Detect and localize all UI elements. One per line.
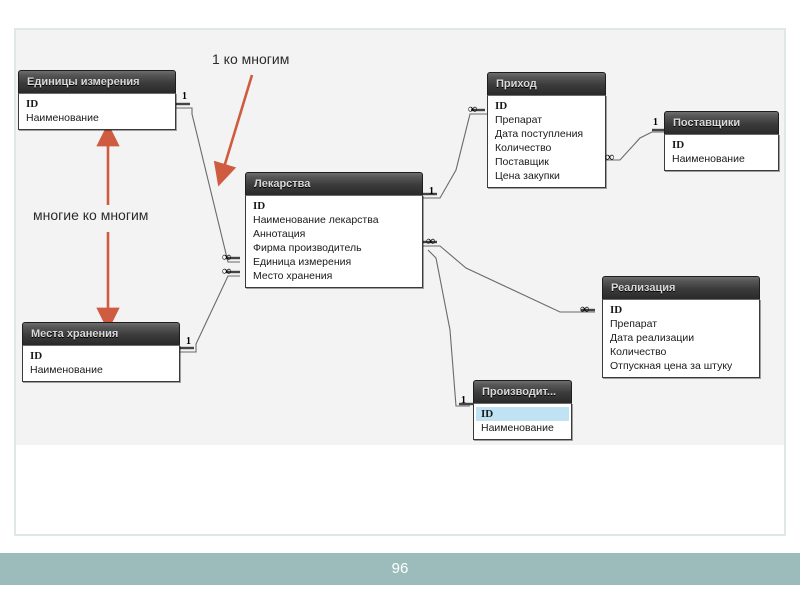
table-title: Места хранения <box>22 322 180 345</box>
table-fields: ID Наименование <box>22 345 180 382</box>
slide-footer-bar: 96 <box>0 553 800 585</box>
table-edinicy-izmereniya[interactable]: Единицы измерения ID Наименование <box>18 70 179 133</box>
table-lekarstva[interactable]: Лекарства ID Наименование лекарства Анно… <box>245 172 426 291</box>
table-title: Производит... <box>473 380 572 403</box>
field-row[interactable]: Количество <box>495 142 552 154</box>
cardinality-lekarstva-inf-top: ∞ <box>222 249 231 264</box>
cardinality-mesta-one: 1 <box>186 336 191 347</box>
field-row[interactable]: Поставщик <box>495 156 549 168</box>
table-fields: ID Препарат Дата поступления Количество … <box>487 95 606 188</box>
cardinality-prihod-inf-left: ∞ <box>468 101 477 116</box>
table-prihod[interactable]: Приход ID Препарат Дата поступления Коли… <box>487 72 609 191</box>
table-fields: ID Препарат Дата реализации Количество О… <box>602 299 760 378</box>
cardinality-proizvoditeli-one: 1 <box>461 395 466 406</box>
field-row[interactable]: Аннотация <box>253 228 306 240</box>
field-row[interactable]: Дата реализации <box>610 332 695 344</box>
field-row[interactable]: ID <box>26 98 39 110</box>
field-row[interactable]: Единица измерения <box>253 256 352 268</box>
cardinality-lekarstva-one-right: 1 <box>429 186 434 197</box>
table-title: Единицы измерения <box>18 70 176 93</box>
field-row[interactable]: Отпускная цена за штуку <box>610 360 733 372</box>
field-row[interactable]: Наименование лекарства <box>253 214 379 226</box>
field-row[interactable]: ID <box>253 200 266 212</box>
cardinality-prihod-inf-right: ∞ <box>605 149 614 164</box>
table-title: Лекарства <box>245 172 423 195</box>
cardinality-edinicy-one: 1 <box>182 91 187 102</box>
field-row[interactable]: Количество <box>610 346 667 358</box>
table-fields: ID Наименование <box>18 93 176 130</box>
field-row[interactable]: ID <box>610 304 623 316</box>
annotation-one-to-many: 1 ко многим <box>212 51 290 67</box>
field-row[interactable]: ID <box>476 407 569 421</box>
table-title: Поставщики <box>664 111 779 134</box>
table-postavshiki[interactable]: Поставщики ID Наименование <box>664 111 782 174</box>
field-row[interactable]: Препарат <box>610 318 658 330</box>
field-row[interactable]: Наименование <box>481 422 554 434</box>
field-row[interactable]: ID <box>30 350 43 362</box>
field-row[interactable]: Наименование <box>26 112 99 124</box>
field-row[interactable]: Место хранения <box>253 270 333 282</box>
field-row[interactable]: Цена закупки <box>495 170 560 182</box>
cardinality-lekarstva-inf-right: ∞ <box>426 233 435 248</box>
field-row[interactable]: Наименование <box>30 364 103 376</box>
cardinality-realizaciya-inf: ∞ <box>580 301 589 316</box>
table-fields: ID Наименование <box>664 134 779 171</box>
field-row[interactable]: Наименование <box>672 153 745 165</box>
annotation-many-to-many: многие ко многим <box>33 207 149 223</box>
cardinality-lekarstva-inf-bottom: ∞ <box>222 263 231 278</box>
table-title: Приход <box>487 72 606 95</box>
cardinality-postavshiki-one: 1 <box>653 117 658 128</box>
page-number: 96 <box>391 560 409 577</box>
table-title: Реализация <box>602 276 760 299</box>
field-row[interactable]: Фирма производитель <box>253 242 362 254</box>
field-row[interactable]: Дата поступления <box>495 128 584 140</box>
table-mesta-hraneniya[interactable]: Места хранения ID Наименование <box>22 322 183 385</box>
field-row[interactable]: ID <box>672 139 685 151</box>
table-proizvoditeli[interactable]: Производит... ID Наименование <box>473 380 575 443</box>
field-row[interactable]: Препарат <box>495 114 543 126</box>
table-realizaciya[interactable]: Реализация ID Препарат Дата реализации К… <box>602 276 763 381</box>
field-row[interactable]: ID <box>495 100 508 112</box>
table-fields: ID Наименование <box>473 403 572 440</box>
table-fields: ID Наименование лекарства Аннотация Фирм… <box>245 195 423 288</box>
